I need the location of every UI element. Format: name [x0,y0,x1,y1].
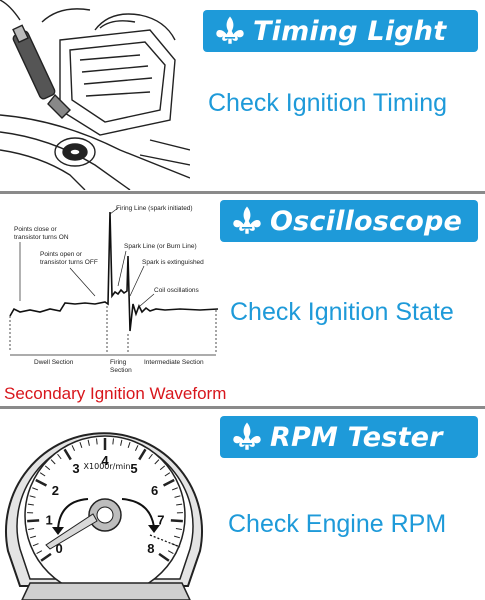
label-points-close-2: transistor turns ON [14,234,69,241]
label-firing-section: Firing [110,359,127,366]
rpm-tester-title: RPM Tester [270,421,443,453]
timing-light-panel: Timing Light Check Ignition Timing [0,0,485,190]
gauge-minor-tick [154,459,160,465]
timing-light-badge: Timing Light [203,10,478,52]
gauge-minor-tick [127,441,131,448]
gauge-minor-tick [79,441,83,448]
gauge-minor-tick [87,439,90,446]
label-points-close: Points close or [14,226,57,233]
gauge-minor-tick [39,472,46,477]
gauge-tick-label: 5 [130,461,137,476]
secondary-ignition-waveform-diagram: Points close or transistor turns ON Poin… [9,205,219,374]
gauge-minor-tick [32,487,39,491]
panel-divider [0,191,485,194]
gauge-minor-tick [175,528,182,531]
gauge-minor-tick [44,465,51,471]
label-points-open-2: transistor turns OFF [40,259,98,266]
label-coil-oscillations: Coil oscillations [154,287,200,294]
gauge-minor-tick [32,543,39,547]
gauge-tick-label: 2 [52,483,59,498]
panel-divider [0,406,485,409]
fleur-de-lis-icon [233,206,261,234]
gauge-tick-label: 8 [147,541,154,556]
label-spark-line: Spark Line (or Burn Line) [124,243,197,250]
gauge-tick-label: 6 [151,483,158,498]
gauge-minor-tick [167,550,174,554]
gauge-tick-label: 0 [56,541,63,556]
waveform-trace [9,211,219,332]
gauge-minor-tick [29,535,37,539]
gauge-minor-tick [174,495,181,498]
gauge-unit: X1000r/min [84,462,131,471]
gauge-minor-tick [148,453,153,460]
gauge-major-tick [40,552,52,562]
fleur-de-lis-icon [233,422,261,450]
gauge-minor-tick [96,438,98,445]
gauge-tick-label: 3 [72,461,79,476]
label-dwell-section: Dwell Section [34,359,74,366]
oscilloscope-panel: Points close or transistor turns ON Poin… [0,196,485,405]
gauge-minor-tick [134,445,139,451]
gauge-minor-tick [71,445,76,451]
gauge-tick-label: 7 [157,513,164,528]
rpm-tester-badge: RPM Tester [220,416,478,458]
gauge-major-tick [35,478,48,487]
gauge-minor-tick [171,487,178,491]
gauge-minor-tick [36,550,43,554]
gauge-minor-tick [176,503,183,506]
timing-light-caption: Check Ignition Timing [208,89,448,117]
engine-timing-light-illustration [0,0,190,190]
gauge-major-tick [162,478,175,487]
gauge-major-tick [138,448,147,461]
gauge-tick-label: 4 [101,453,109,468]
gauge-minor-tick [164,472,171,477]
gauge-minor-tick [29,495,36,498]
rpm-tester-caption: Check Engine RPM [228,510,447,538]
label-intermediate-section: Intermediate Section [144,359,204,366]
label-spark-extinguished: Spark is extinguished [142,259,204,266]
oscilloscope-caption: Check Ignition State [230,298,454,326]
oscilloscope-badge: Oscilloscope [220,200,478,242]
gauge-minor-tick [57,453,62,460]
gauge-minor-tick [120,439,123,446]
gauge-minor-tick [159,465,166,471]
gauge-major-tick [170,519,183,523]
label-firing-section-2: Section [110,367,132,374]
gauge-minor-tick [50,459,56,465]
label-firing-line: Firing Line (spark initiated) [116,205,193,212]
gauge-major-tick [27,519,40,523]
gauge-tick-label: 1 [46,513,53,528]
gauge-minor-tick [28,528,35,531]
gauge-minor-tick [27,503,34,506]
gauge-minor-tick [173,535,181,539]
fleur-de-lis-icon [216,16,244,44]
timing-light-title: Timing Light [253,15,447,47]
oscilloscope-title: Oscilloscope [270,205,463,237]
gauge-major-tick [63,448,72,461]
label-points-open: Points open or [40,251,83,258]
gauge-minor-tick [112,438,114,445]
waveform-caption: Secondary Ignition Waveform [4,384,227,403]
gauge-major-tick [158,552,170,562]
tachometer-gauge: 01 23 4 56 78 X1000r/min [5,432,203,600]
